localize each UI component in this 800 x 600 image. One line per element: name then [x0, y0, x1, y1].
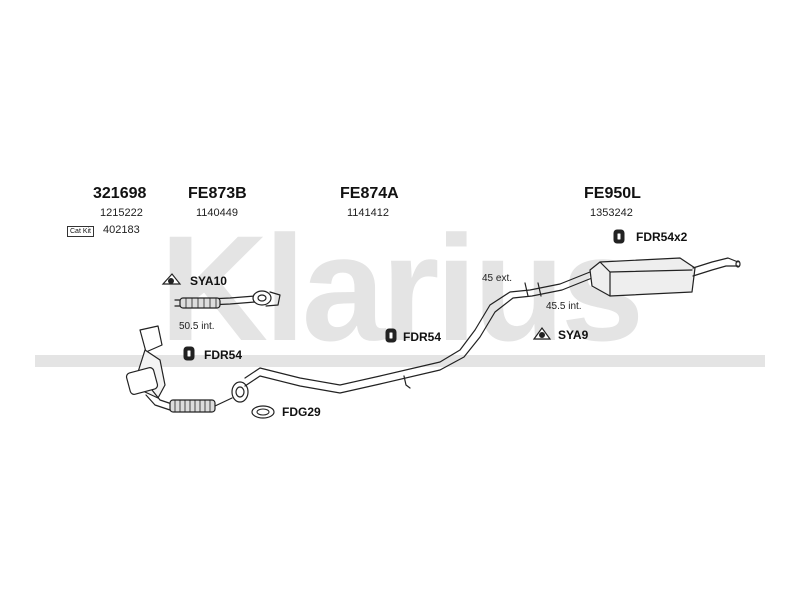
- part-number-fe873b: FE873B: [188, 185, 247, 202]
- label-sya9: SYA9: [558, 328, 589, 342]
- rubber-hanger-icon-sya10: [161, 273, 182, 285]
- dimension-45-5-int: 45.5 int.: [546, 301, 582, 312]
- gasket-icon-fdg29: [251, 405, 275, 419]
- rubber-hanger-icon-sya9: [532, 326, 552, 340]
- cat-kit-number: 402183: [103, 224, 140, 236]
- svg-text:Klarius: Klarius: [160, 204, 641, 372]
- label-sya10: SYA10: [190, 274, 227, 288]
- label-fdr54-left: FDR54: [204, 348, 243, 362]
- part-ref-1141412: 1141412: [347, 207, 390, 219]
- clamp-icon-fdr54-mid: [385, 328, 397, 343]
- label-fdr54-mid: FDR54: [403, 330, 442, 344]
- part-number-fe950l: FE950L: [584, 185, 641, 202]
- clamp-icon-fdr54-left: [183, 346, 195, 361]
- part-ref-1140449: 1140449: [196, 207, 239, 219]
- label-fdg29: FDG29: [282, 405, 321, 419]
- cat-kit-badge: Cat Kit: [67, 226, 95, 237]
- label-fdr54x2: FDR54x2: [636, 230, 688, 244]
- part-ref-1215222: 1215222: [100, 207, 143, 219]
- dimension-45-ext: 45 ext.: [482, 273, 513, 284]
- dimension-50-5-int: 50.5 int.: [179, 321, 215, 332]
- part-number-fe874a: FE874A: [340, 185, 399, 202]
- part-ref-1353242: 1353242: [590, 207, 633, 219]
- clamp-icon-fdr54x2: [613, 229, 625, 244]
- flexi-section-front: [169, 399, 216, 413]
- part-number-321698: 321698: [93, 185, 147, 202]
